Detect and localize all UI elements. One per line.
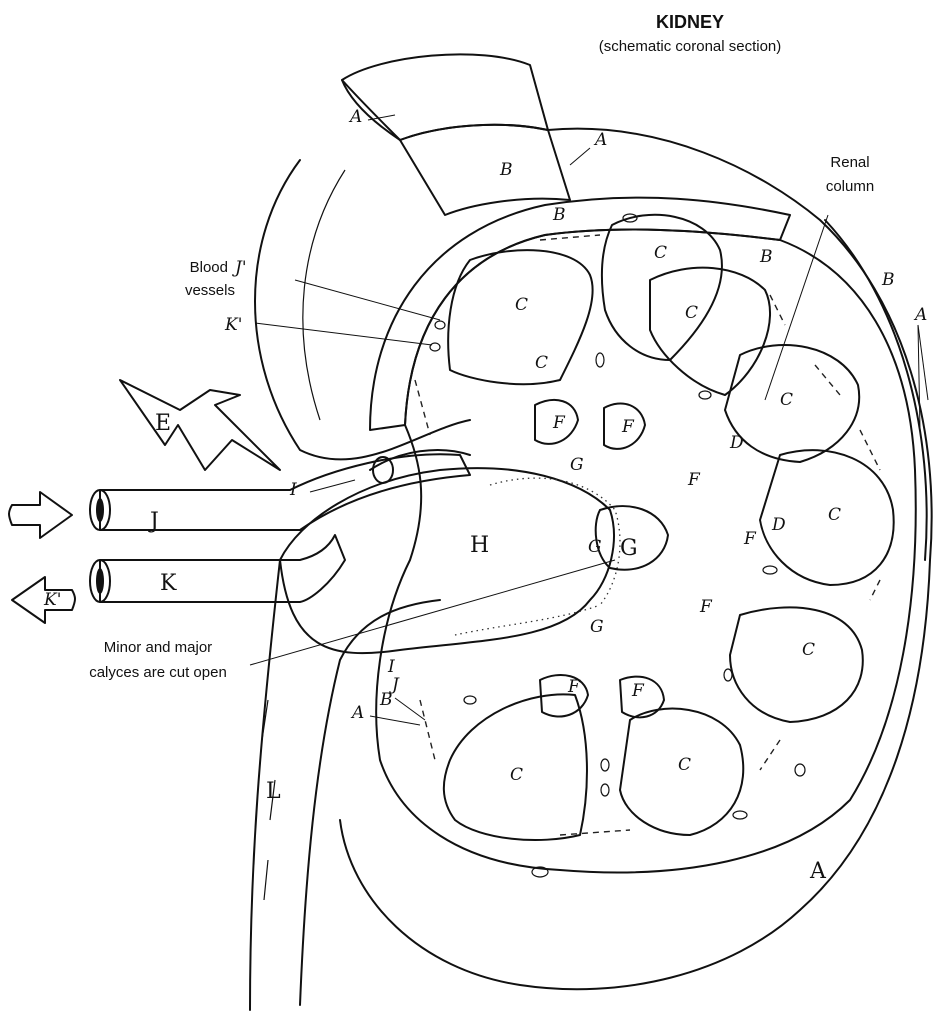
flow-arrows xyxy=(9,380,280,623)
renal-column-caption-line1: Renal xyxy=(830,154,869,171)
label-g-4: G xyxy=(590,617,604,637)
label-b-flap: B xyxy=(499,160,513,180)
label-j-prime: J' xyxy=(232,258,247,278)
label-f-7: F xyxy=(631,681,645,701)
label-b-edge: B xyxy=(881,270,895,290)
label-f-3: F xyxy=(687,470,701,490)
label-c-9: C xyxy=(678,755,691,775)
label-k: K xyxy=(160,571,177,596)
label-c-6: C xyxy=(828,505,841,525)
label-c-5: C xyxy=(780,390,793,410)
label-a-capsule: A xyxy=(593,130,607,150)
page-title: KIDNEY xyxy=(656,12,724,32)
label-a-right: A xyxy=(913,305,927,325)
leader-lines xyxy=(250,115,928,725)
label-f-1: F xyxy=(552,413,566,433)
label-k-prime-arrow: K' xyxy=(43,590,61,610)
blood-vessels-caption-line2: vessels xyxy=(185,282,235,299)
label-h: H xyxy=(470,533,489,558)
renal-pyramids xyxy=(444,215,894,840)
calyces-caption-line1: Minor and major xyxy=(104,639,212,656)
label-c-2: C xyxy=(654,243,667,263)
label-g-2: G xyxy=(588,537,602,557)
capsule-flap xyxy=(342,54,570,215)
kidney-outline xyxy=(255,129,932,990)
label-c-8: C xyxy=(510,765,523,785)
label-b-cortex: B xyxy=(552,205,566,225)
label-c-3: C xyxy=(685,303,698,323)
label-f-5: F xyxy=(699,597,713,617)
label-g-1: G xyxy=(570,455,584,475)
renal-vessels xyxy=(90,450,470,602)
label-f-4: F xyxy=(743,529,757,549)
label-a-lower: A xyxy=(350,703,364,723)
label-c-1: C xyxy=(515,295,528,315)
label-a-top: A xyxy=(348,107,362,127)
label-d-1: D xyxy=(729,433,744,453)
letter-labels: J' K' A A B B B B A C C C C C C C C C D … xyxy=(43,107,927,884)
label-g-3: G xyxy=(620,536,638,561)
label-k-prime: K' xyxy=(224,315,242,335)
label-f-2: F xyxy=(621,417,635,437)
label-c-7: C xyxy=(802,640,815,660)
label-j: J xyxy=(148,509,159,534)
renal-column-caption-line2: column xyxy=(826,178,874,195)
label-d-2: D xyxy=(771,515,786,535)
label-a-bottom: A xyxy=(809,859,827,884)
page-subtitle: (schematic coronal section) xyxy=(599,38,782,55)
label-i-lower: I xyxy=(387,657,395,677)
calyces-caption-line2: calyces are cut open xyxy=(89,664,227,681)
label-i-upper: I xyxy=(289,480,297,500)
label-b-lower: B xyxy=(379,690,393,710)
label-f-6: F xyxy=(567,677,581,697)
label-e: E xyxy=(155,411,171,436)
label-l: L xyxy=(266,779,281,804)
label-b-right: B xyxy=(759,247,773,267)
label-c-4: C xyxy=(535,353,548,373)
blood-vessels-caption-line1: Blood xyxy=(190,259,228,276)
